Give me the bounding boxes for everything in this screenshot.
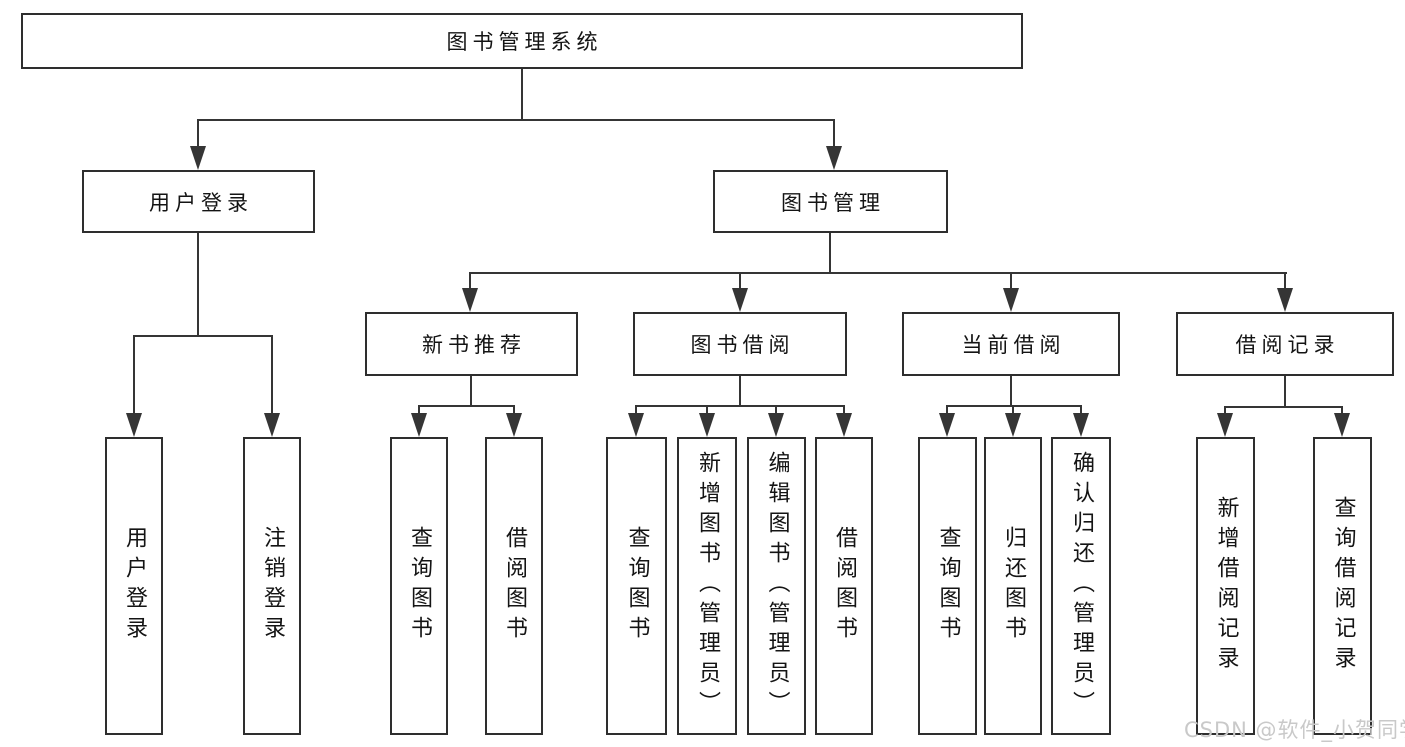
connector-user-login-rail <box>133 335 273 337</box>
connector-new-books-rail <box>418 405 515 407</box>
node-new-books-label: 新书推荐 <box>422 333 526 357</box>
leaf-label: 查询图书 <box>624 526 650 646</box>
node-library-system-label: 图书管理系统 <box>446 30 603 54</box>
arrow-down-icon <box>732 288 748 312</box>
leaf-label: 归还图书 <box>1001 526 1026 646</box>
leaf-current-borrow-return: 归还图书 <box>984 437 1042 735</box>
connector-to-leaf <box>946 405 948 415</box>
arrow-down-icon <box>1334 413 1350 437</box>
leaf-logout: 注销登录 <box>243 437 301 735</box>
leaf-user-login: 用户登录 <box>105 437 163 735</box>
leaf-label: 新增图书（管理员） <box>695 451 720 721</box>
leaf-label: 用户登录 <box>122 526 147 646</box>
arrow-down-icon <box>1277 288 1293 312</box>
connector-new-books-stem <box>470 376 472 407</box>
leaf-label: 新增借阅记录 <box>1213 496 1239 676</box>
arrow-down-icon <box>768 413 784 437</box>
arrow-down-icon <box>506 413 522 437</box>
leaf-label: 编辑图书（管理员） <box>764 451 790 721</box>
connector-to-user-login <box>197 119 199 149</box>
node-new-books: 新书推荐 <box>365 312 578 376</box>
leaf-book-borrow-add-admin: 新增图书（管理员） <box>677 437 737 735</box>
leaf-borrow-records-add: 新增借阅记录 <box>1196 437 1255 735</box>
node-user-login-label: 用户登录 <box>149 190 253 215</box>
arrow-down-icon <box>1217 413 1233 437</box>
arrow-down-icon <box>628 413 644 437</box>
leaf-label: 借阅图书 <box>832 526 857 646</box>
connector-current-borrow-rail <box>946 405 1082 407</box>
watermark: CSDN @软件_小贺同学 <box>1184 718 1405 742</box>
leaf-label: 查询图书 <box>407 526 432 646</box>
connector-to-current-borrow <box>1010 272 1012 290</box>
leaf-label: 借阅图书 <box>502 526 527 646</box>
arrow-down-icon <box>1073 413 1089 437</box>
connector-to-leaf <box>1012 405 1014 415</box>
connector-borrow-records-rail <box>1224 406 1342 408</box>
node-library-system: 图书管理系统 <box>21 13 1023 69</box>
node-book-borrow-label: 图书借阅 <box>690 333 795 357</box>
arrow-down-icon <box>699 413 715 437</box>
node-current-borrow: 当前借阅 <box>902 312 1120 376</box>
arrow-down-icon <box>462 288 478 312</box>
leaf-label: 查询借阅记录 <box>1330 496 1356 676</box>
leaf-book-borrow-edit-admin: 编辑图书（管理员） <box>747 437 806 735</box>
arrow-down-icon <box>826 146 842 170</box>
node-book-mgmt: 图书管理 <box>713 170 948 233</box>
connector-current-borrow-stem <box>1010 376 1012 407</box>
arrow-down-icon <box>411 413 427 437</box>
arrow-down-icon <box>190 146 206 170</box>
arrow-down-icon <box>126 413 142 437</box>
leaf-book-borrow-borrow: 借阅图书 <box>815 437 873 735</box>
connector-to-leaf <box>418 405 420 415</box>
connector-to-leaf <box>843 405 845 415</box>
arrow-down-icon <box>264 413 280 437</box>
connector-user-login-stem <box>197 233 199 337</box>
arrow-down-icon <box>836 413 852 437</box>
leaf-label: 注销登录 <box>260 526 285 646</box>
connector-to-leaf <box>513 405 515 415</box>
connector-to-leaf <box>706 405 708 415</box>
leaf-label: 查询图书 <box>935 526 961 646</box>
connector-to-leaf <box>133 335 135 415</box>
connector-to-leaf <box>1080 405 1082 415</box>
connector-to-leaf <box>775 405 777 415</box>
leaf-book-borrow-query: 查询图书 <box>606 437 667 735</box>
leaf-current-borrow-confirm-admin: 确认归还（管理员） <box>1051 437 1111 735</box>
connector-root-rail <box>197 119 835 121</box>
connector-to-leaf <box>1224 406 1226 415</box>
node-user-login: 用户登录 <box>82 170 315 233</box>
leaf-current-borrow-query: 查询图书 <box>918 437 977 735</box>
leaf-new-books-query: 查询图书 <box>390 437 448 735</box>
leaf-label: 确认归还（管理员） <box>1069 451 1094 721</box>
connector-book-mgmt-stem <box>829 233 831 274</box>
connector-to-book-borrow <box>739 272 741 290</box>
leaf-borrow-records-query: 查询借阅记录 <box>1313 437 1372 735</box>
connector-to-leaf <box>635 405 637 415</box>
node-borrow-records: 借阅记录 <box>1176 312 1394 376</box>
connector-to-leaf <box>271 335 273 415</box>
connector-root-stem <box>521 69 523 120</box>
connector-to-book-mgmt <box>833 119 835 149</box>
connector-to-leaf <box>1341 406 1343 415</box>
arrow-down-icon <box>939 413 955 437</box>
connector-to-borrow-records <box>1284 272 1286 290</box>
connector-book-borrow-rail <box>635 405 845 407</box>
connector-borrow-records-stem <box>1284 376 1286 408</box>
node-borrow-records-label: 借阅记录 <box>1235 333 1340 357</box>
node-book-mgmt-label: 图书管理 <box>781 190 885 215</box>
node-book-borrow: 图书借阅 <box>633 312 847 376</box>
connector-book-borrow-stem <box>739 376 741 407</box>
arrow-down-icon <box>1003 288 1019 312</box>
connector-to-new-books <box>469 272 471 290</box>
connector-book-mgmt-rail <box>469 272 1287 274</box>
node-current-borrow-label: 当前借阅 <box>961 333 1066 357</box>
leaf-new-books-borrow: 借阅图书 <box>485 437 543 735</box>
arrow-down-icon <box>1005 413 1021 437</box>
